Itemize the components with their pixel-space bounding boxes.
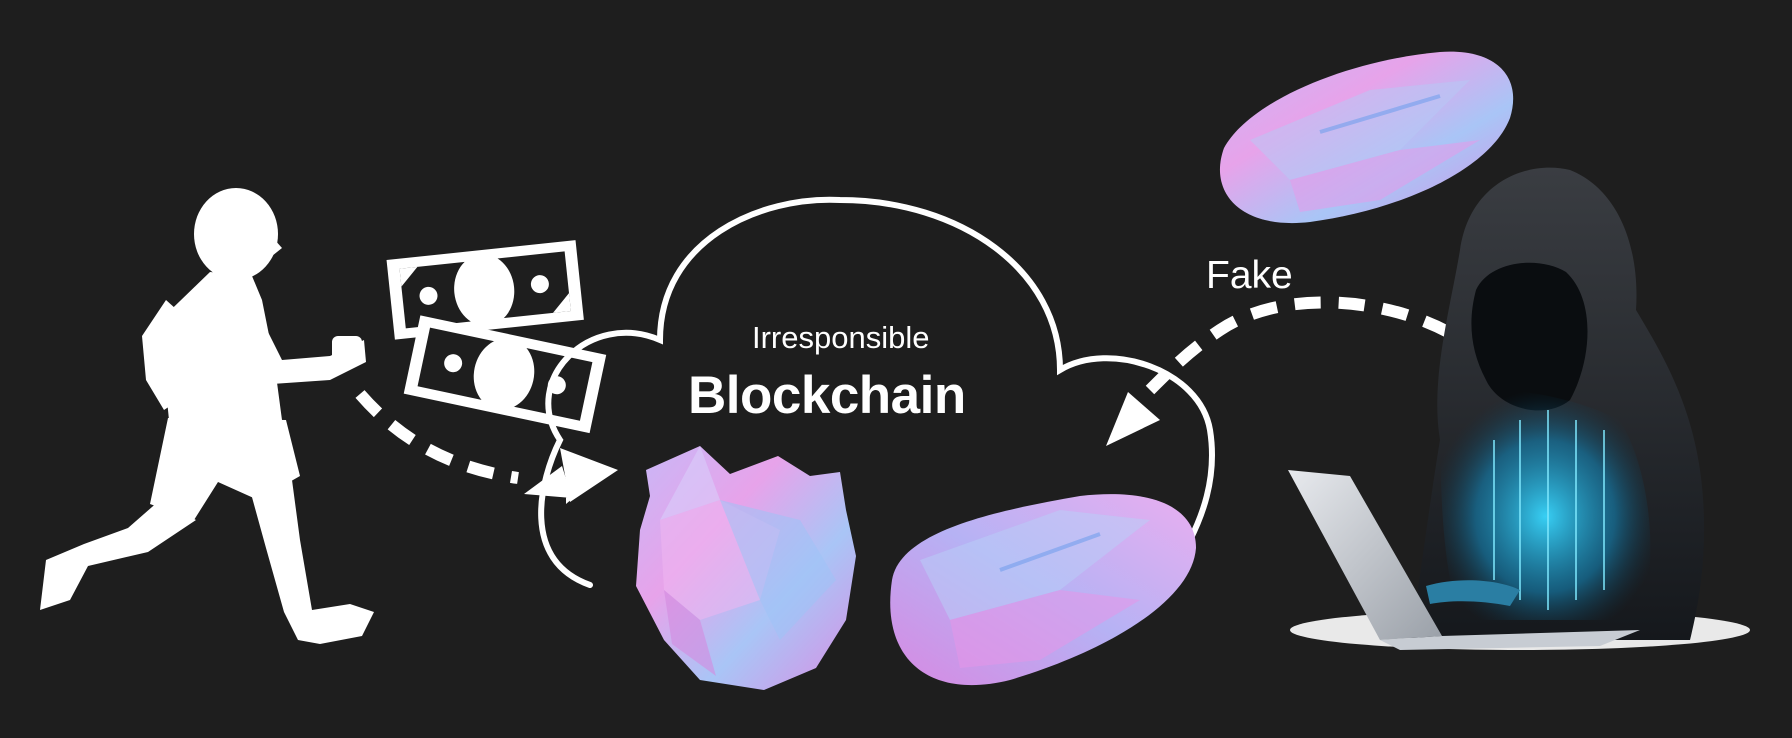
hooded-hacker-icon [1290,167,1750,650]
fake-arrow-tip [1106,392,1160,446]
laptop-icon [1288,470,1640,650]
banknote-icon [386,240,607,434]
payment-dashed-arrow [355,390,519,484]
fake-label: Fake [1206,254,1293,297]
crystal-gem-icon [636,446,856,690]
cloud-label-small: Irresponsible [752,320,930,355]
running-child-silhouette-icon [40,188,374,644]
payment-arrow-tip [560,448,618,502]
cloud-label-big: Blockchain [688,366,966,425]
fake-dashed-arrow [1145,296,1451,395]
crystal-gem-icon [1219,51,1514,224]
blockchain-cloud-outline [538,196,1215,588]
crystal-gem-icon [890,494,1196,686]
